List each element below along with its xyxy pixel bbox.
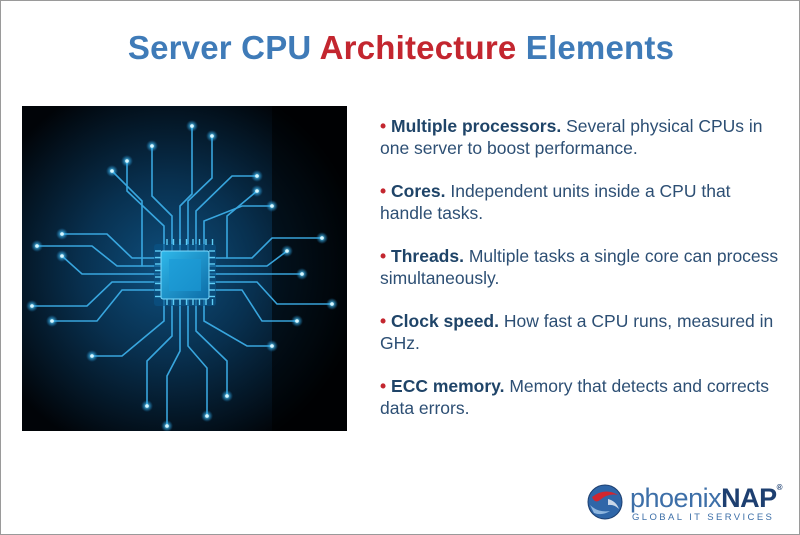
trace-node: [295, 319, 299, 323]
trace-node: [145, 404, 149, 408]
brand-part-1: phoenix: [630, 483, 722, 513]
trace-node: [60, 232, 64, 236]
bullet-description: How fast a CPU runs, measured in GHz.: [380, 311, 774, 353]
circuit-trace: [36, 245, 162, 267]
trace-node: [255, 174, 259, 178]
bullet-marker: •: [380, 246, 387, 266]
list-item: • ECC memory. Memory that detects and co…: [380, 375, 780, 419]
circuit-trace: [195, 175, 258, 252]
bullet-term: Multiple processors.: [391, 116, 562, 136]
trace-node: [210, 134, 214, 138]
bullet-marker: •: [380, 181, 387, 201]
trace-node: [300, 272, 304, 276]
page-title: Server CPU Architecture Elements: [1, 29, 800, 67]
trace-node: [30, 304, 34, 308]
bullet-description: Multiple tasks a single core can process…: [380, 246, 779, 288]
circuit-trace: [151, 145, 173, 252]
brand-part-2: NAP: [721, 483, 777, 513]
trace-node: [270, 344, 274, 348]
circuit-trace: [226, 190, 258, 259]
bullet-marker: •: [380, 311, 387, 331]
bullet-term: Clock speed.: [391, 311, 499, 331]
trace-node: [255, 189, 259, 193]
bullet-list: • Multiple processors. Several physical …: [380, 115, 780, 440]
circuit-trace: [203, 298, 273, 347]
trace-node: [320, 236, 324, 240]
registered-mark: ®: [776, 483, 783, 492]
bullet-term: Cores.: [391, 181, 446, 201]
globe-icon: [587, 484, 623, 520]
circuit-trace: [195, 298, 228, 397]
circuit-board-icon: [22, 106, 347, 431]
circuit-trace: [61, 255, 162, 275]
phoenixnap-logo: phoenixNAP® GLOBAL IT SERVICES: [586, 481, 786, 523]
circuit-trace: [111, 170, 143, 267]
brand-name: phoenixNAP®: [630, 483, 783, 514]
trace-node: [150, 144, 154, 148]
title-part-1: Server CPU: [127, 29, 312, 66]
trace-node: [90, 354, 94, 358]
title-part-3: Elements: [525, 29, 675, 66]
list-item: • Clock speed. How fast a CPU runs, meas…: [380, 310, 780, 354]
circuit-trace: [187, 298, 208, 417]
bullet-marker: •: [380, 376, 387, 396]
list-item: • Multiple processors. Several physical …: [380, 115, 780, 159]
circuit-trace: [31, 281, 162, 307]
circuit-trace: [187, 135, 213, 252]
bullet-marker: •: [380, 116, 387, 136]
circuit-trace: [146, 298, 173, 407]
list-item: • Threads. Multiple tasks a single core …: [380, 245, 780, 289]
circuit-trace: [126, 160, 165, 252]
brand-tagline: GLOBAL IT SERVICES: [632, 512, 775, 523]
circuit-trace: [208, 237, 323, 259]
bullet-term: Threads.: [391, 246, 464, 266]
circuit-board-image: [22, 106, 347, 431]
bullet-description: Memory that detects and corrects data er…: [380, 376, 770, 418]
trace-node: [165, 424, 169, 428]
trace-node: [225, 394, 229, 398]
trace-node: [270, 204, 274, 208]
circuit-trace: [91, 298, 165, 357]
circuit-trace: [208, 250, 288, 267]
trace-node: [60, 254, 64, 258]
title-part-2: Architecture: [319, 29, 517, 66]
trace-node: [110, 169, 114, 173]
trace-node: [50, 319, 54, 323]
circuit-trace: [166, 298, 181, 427]
circuit-trace: [61, 233, 162, 259]
trace-node: [190, 124, 194, 128]
circuit-trace: [203, 205, 273, 252]
bullet-description: Several physical CPUs in one server to b…: [380, 116, 763, 158]
bullet-term: ECC memory.: [391, 376, 505, 396]
circuit-trace: [208, 289, 298, 322]
trace-node: [125, 159, 129, 163]
trace-node: [205, 414, 209, 418]
circuit-trace: [51, 289, 162, 322]
trace-node: [330, 302, 334, 306]
circuit-trace: [208, 281, 333, 305]
trace-node: [35, 244, 39, 248]
circuit-trace: [179, 125, 193, 252]
list-item: • Cores. Independent units inside a CPU …: [380, 180, 780, 224]
trace-node: [285, 249, 289, 253]
bullet-description: Independent units inside a CPU that hand…: [380, 181, 731, 223]
